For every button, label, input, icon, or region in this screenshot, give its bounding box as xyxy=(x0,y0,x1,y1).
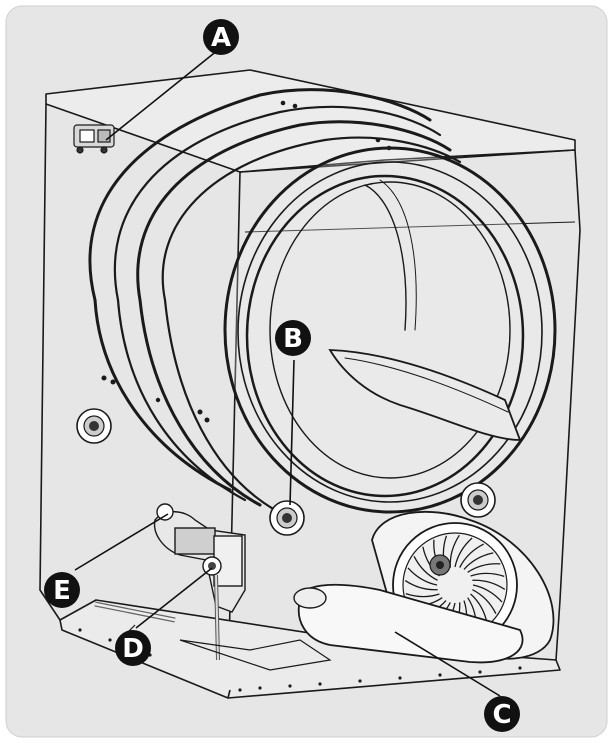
callout-leaders xyxy=(74,49,501,697)
callout-b-label: B xyxy=(283,324,303,354)
fan-blade xyxy=(404,580,438,591)
leader-line-d xyxy=(135,567,213,629)
fan-blade xyxy=(454,537,473,568)
callout-c: C xyxy=(484,696,520,732)
roller-front-right xyxy=(460,482,496,518)
leader-line-a xyxy=(105,49,219,141)
callout-c-label: C xyxy=(492,700,511,730)
fan-blade xyxy=(463,552,494,570)
roller-front-left xyxy=(269,500,305,536)
fan-blade xyxy=(405,592,440,598)
fan-blade xyxy=(472,589,497,614)
fan-blade xyxy=(467,563,501,573)
callout-e: E xyxy=(44,572,80,608)
callout-a-label: A xyxy=(211,23,231,53)
leader-line-e xyxy=(74,513,169,571)
leader-line-b xyxy=(289,359,295,506)
callout-a: A xyxy=(203,19,239,55)
roller-left-rear xyxy=(76,408,112,444)
leader-line-c xyxy=(394,631,501,697)
fan-blade xyxy=(472,579,506,590)
fan-blade xyxy=(472,584,503,603)
fan-blade xyxy=(470,572,505,578)
callout-b: B xyxy=(275,320,311,356)
drum-rollers xyxy=(76,408,496,536)
blower-assembly xyxy=(293,510,555,664)
callout-e-label: E xyxy=(53,576,71,606)
fan-blade xyxy=(413,556,438,581)
motor-assembly xyxy=(153,503,246,661)
drum xyxy=(88,88,557,514)
callout-d-label: D xyxy=(122,634,144,664)
callout-d: D xyxy=(115,630,151,666)
fan-blade xyxy=(407,567,438,586)
fan-blade xyxy=(459,543,484,568)
